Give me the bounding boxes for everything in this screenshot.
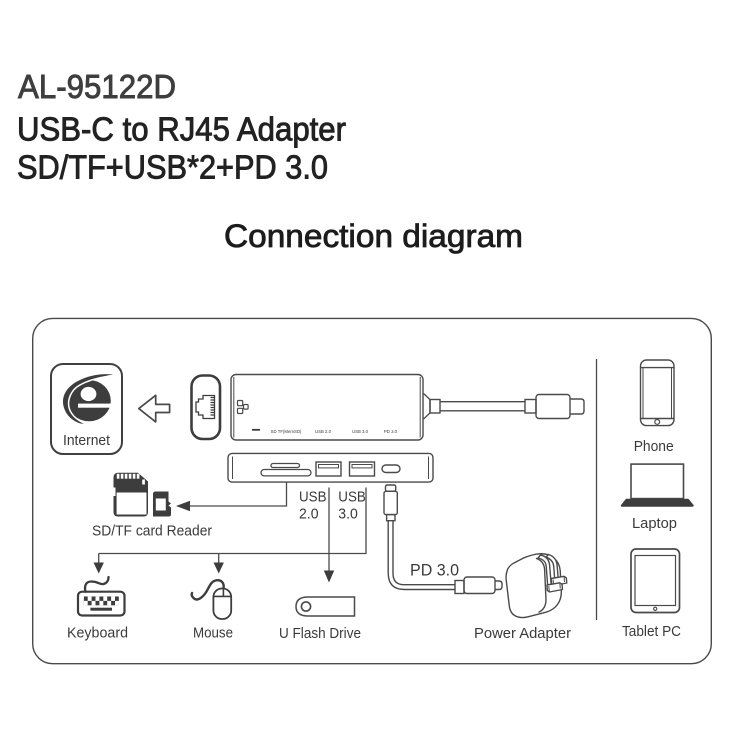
svg-text:Tablet PC: Tablet PC: [622, 623, 681, 640]
svg-text:USB-C to RJ45 Adapter: USB-C to RJ45 Adapter: [17, 111, 346, 148]
svg-text:SD TF(MemSD): SD TF(MemSD): [271, 429, 302, 434]
svg-text:Laptop: Laptop: [632, 515, 677, 532]
svg-text:USB: USB: [299, 490, 327, 506]
svg-text:Mouse: Mouse: [193, 625, 233, 642]
svg-text:SD/TF+USB*2+PD 3.0: SD/TF+USB*2+PD 3.0: [17, 149, 328, 186]
svg-text:USB: USB: [338, 490, 366, 506]
svg-text:PD 3.0: PD 3.0: [410, 562, 459, 580]
svg-text:Power Adapter: Power Adapter: [474, 625, 571, 642]
svg-text:SD/TF card Reader: SD/TF card Reader: [92, 523, 212, 540]
svg-text:2.0: 2.0: [299, 506, 319, 522]
svg-text:Phone: Phone: [634, 438, 674, 455]
svg-text:PD 3.0: PD 3.0: [384, 429, 398, 434]
svg-text:Keyboard: Keyboard: [67, 625, 128, 642]
svg-text:AL-95122D: AL-95122D: [18, 68, 176, 105]
svg-text:3.0: 3.0: [338, 506, 358, 522]
svg-text:Internet: Internet: [63, 432, 111, 449]
svg-text:USB 3.0: USB 3.0: [352, 429, 369, 434]
svg-text:U Flash Drive: U Flash Drive: [279, 625, 361, 642]
svg-text:Connection diagram: Connection diagram: [224, 218, 523, 254]
svg-text:USB 2.0: USB 2.0: [315, 429, 332, 434]
